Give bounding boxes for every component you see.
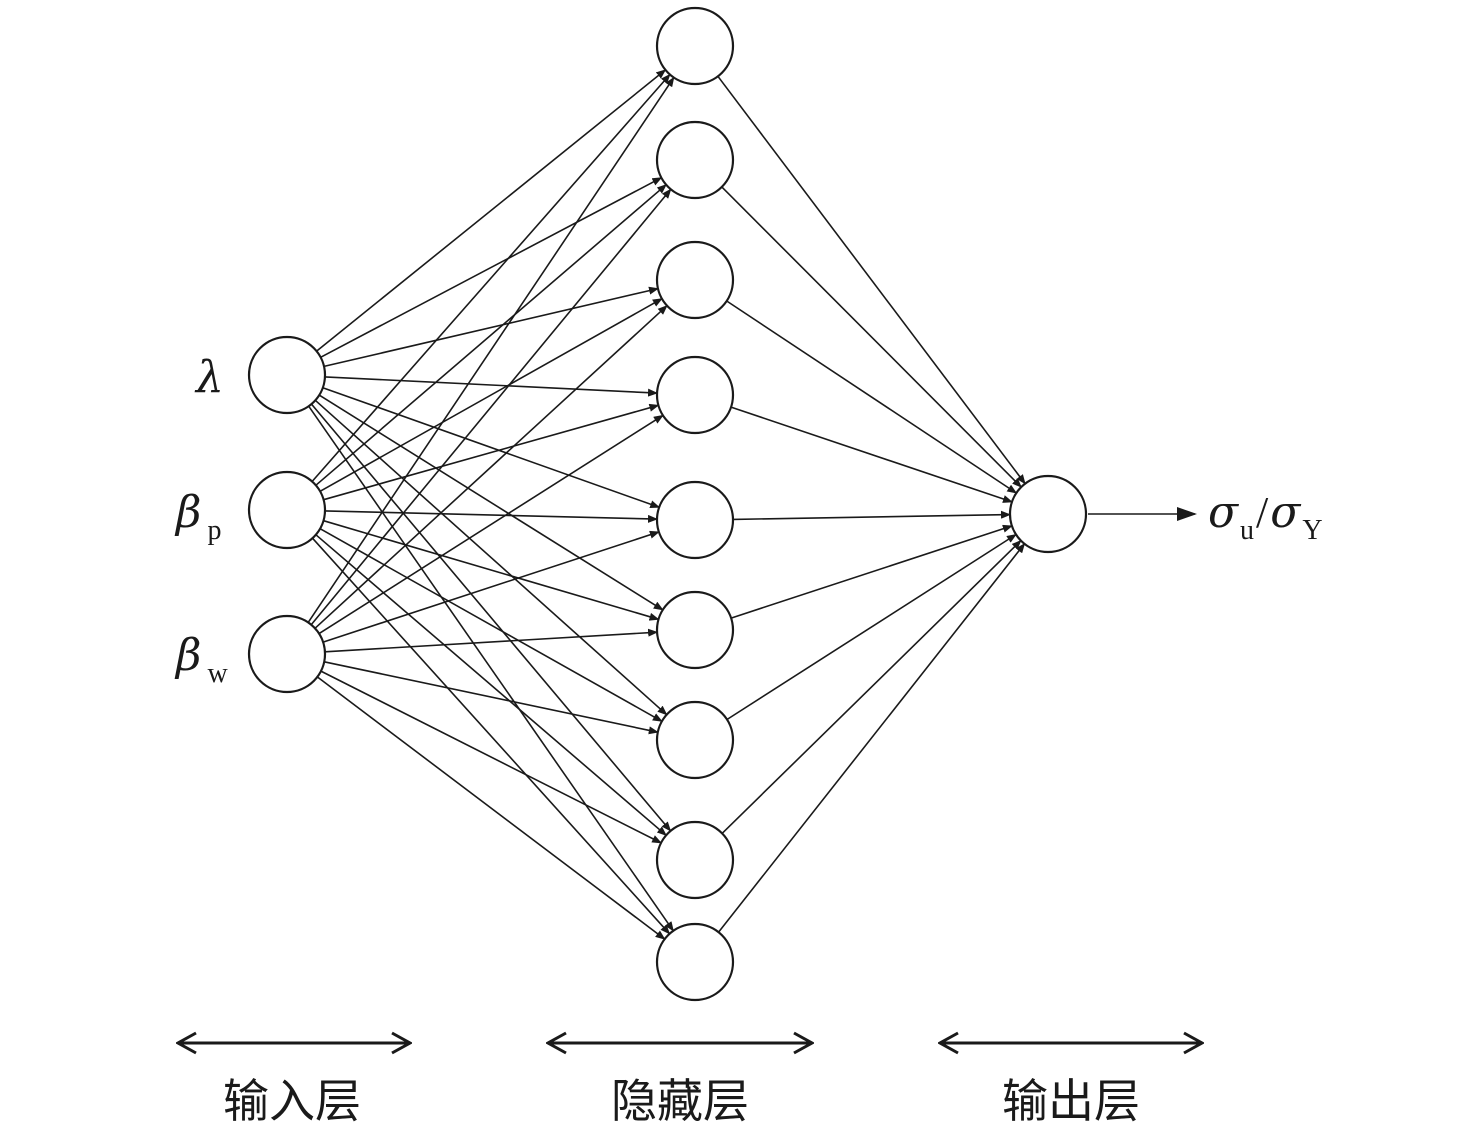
input-hidden-edge	[315, 184, 667, 486]
input-hidden-edge	[324, 628, 659, 653]
input-hidden-edge	[320, 670, 662, 844]
hidden-output-edge	[730, 524, 1013, 619]
input-hidden-edge	[324, 661, 659, 735]
input-hidden-edge	[324, 376, 658, 397]
hidden-node	[655, 355, 735, 435]
hidden-layer	[655, 6, 735, 1002]
input-hidden-edge	[323, 403, 660, 501]
hidden-output-edge	[726, 300, 1018, 494]
input-hidden-edge	[314, 305, 668, 629]
input-hidden-edge	[322, 386, 661, 509]
input-node-beta-w	[247, 614, 327, 694]
input-hidden-edge	[318, 394, 664, 611]
hidden-output-edge	[717, 75, 1026, 485]
input-label-lambda: λ	[194, 352, 224, 403]
hidden-node	[655, 922, 735, 1002]
input-hidden-edge	[322, 530, 660, 643]
hidden-output-edge	[732, 510, 1011, 521]
hidden-node	[655, 820, 735, 900]
hidden-node	[655, 480, 735, 560]
hidden-node	[655, 700, 735, 780]
input-layer-label: 输入层	[223, 1074, 361, 1128]
input-hidden-edge	[315, 534, 667, 836]
input-hidden-edge	[314, 399, 668, 716]
hidden-node	[655, 240, 735, 320]
input-hidden-edge	[324, 510, 658, 523]
hidden-output-connections	[717, 75, 1026, 933]
hidden-output-edge	[730, 406, 1013, 503]
hidden-output-edge	[721, 539, 1022, 834]
hidden-output-edge	[717, 543, 1026, 933]
input-hidden-edge	[320, 176, 663, 359]
input-hidden-edge	[318, 414, 664, 635]
hidden-node	[655, 590, 735, 670]
hidden-node	[655, 6, 735, 86]
input-hidden-connections	[307, 69, 675, 940]
input-hidden-edge	[316, 69, 667, 352]
input-hidden-edge	[311, 73, 671, 483]
output-layer-label: 输出层	[1002, 1074, 1140, 1128]
input-hidden-edge	[319, 298, 663, 492]
input-node-lambda	[247, 335, 327, 415]
hidden-layer-label: 隐藏层	[611, 1074, 749, 1128]
hidden-node	[655, 120, 735, 200]
input-hidden-edge	[308, 405, 674, 932]
hidden-output-edge	[726, 533, 1017, 721]
hidden-output-edge	[721, 186, 1022, 488]
input-node-beta-p	[247, 470, 327, 550]
input-hidden-edge	[310, 403, 672, 832]
input-hidden-edge	[310, 188, 672, 626]
input-hidden-edge	[316, 676, 666, 940]
input-hidden-edge	[311, 537, 671, 935]
input-hidden-edge	[307, 76, 675, 623]
output-node	[1008, 474, 1088, 554]
input-hidden-edge	[323, 519, 660, 621]
input-hidden-edge	[319, 528, 663, 722]
output-layer: σu/σY	[1008, 474, 1323, 554]
output-label: σu/σY	[1208, 487, 1323, 546]
input-hidden-edge	[323, 286, 659, 368]
